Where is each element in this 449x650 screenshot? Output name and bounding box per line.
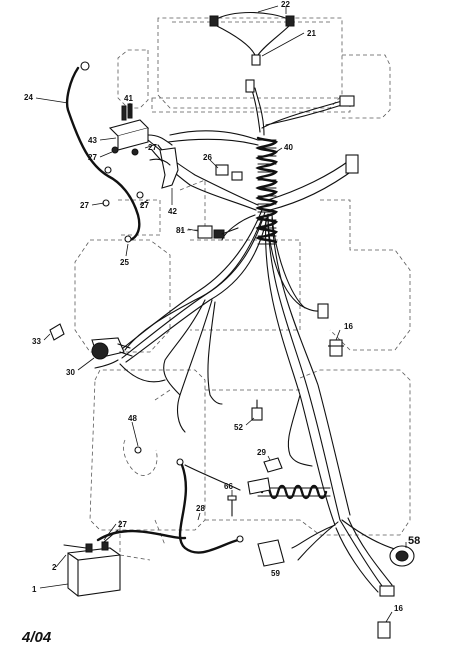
callout-41: 41 (124, 94, 133, 103)
callout-27-a: 27 (88, 153, 97, 162)
switch-16-upper (328, 339, 344, 357)
callout-16-lower: 16 (394, 604, 403, 613)
callout-27-e: 27 (118, 520, 127, 529)
callout-27-d: 27 (140, 201, 149, 210)
tractor-outline (74, 17, 411, 561)
callout-24: 24 (24, 93, 33, 102)
callout-27-c: 27 (80, 201, 89, 210)
module-59 (257, 539, 285, 567)
callout-22: 22 (281, 0, 290, 9)
battery (63, 529, 187, 597)
callout-1: 1 (32, 585, 37, 594)
callout-30: 30 (66, 368, 75, 377)
callout-33: 33 (32, 337, 41, 346)
callout-52: 52 (234, 423, 243, 432)
coiled-harness-40 (255, 136, 279, 245)
callout-81: 81 (176, 226, 185, 235)
callout-28: 28 (196, 504, 205, 513)
relay-81 (197, 225, 239, 239)
connector-right-mid (317, 303, 329, 319)
fuse-holder-42 (149, 147, 179, 189)
clip-33 (49, 323, 65, 341)
date-code: 4/04 (21, 629, 52, 646)
switch-58 (389, 545, 415, 567)
fuse-52 (251, 399, 263, 421)
callout-labels: 22 21 24 41 43 27 27 27 27 25 42 81 26 4… (21, 0, 420, 646)
callout-27-b: 27 (148, 143, 157, 152)
callout-25: 25 (120, 258, 129, 267)
solenoid (102, 103, 173, 207)
callout-21: 21 (307, 29, 316, 38)
upper-connectors (245, 79, 359, 174)
callout-2: 2 (52, 563, 57, 572)
connector-26 (215, 164, 243, 181)
callout-43: 43 (88, 136, 97, 145)
wiring-harness (94, 87, 399, 593)
headlight-connectors (209, 12, 295, 66)
lamp-48 (123, 439, 158, 476)
starter-30 (91, 337, 133, 360)
callout-16-upper: 16 (344, 322, 353, 331)
callout-66: 66 (224, 482, 233, 491)
callout-26: 26 (203, 153, 212, 162)
screw-66 (227, 495, 237, 517)
battery-cable-24 (65, 61, 141, 243)
callout-48: 48 (128, 414, 137, 423)
connector-29 (247, 457, 283, 495)
callout-40: 40 (284, 143, 293, 152)
callout-59: 59 (271, 569, 280, 578)
callout-42: 42 (168, 207, 177, 216)
switch-16-lower (377, 585, 395, 639)
callout-29: 29 (257, 448, 266, 457)
callout-58: 58 (408, 535, 420, 547)
callout-leaders (35, 5, 407, 623)
ground-cable-28 (176, 458, 244, 554)
